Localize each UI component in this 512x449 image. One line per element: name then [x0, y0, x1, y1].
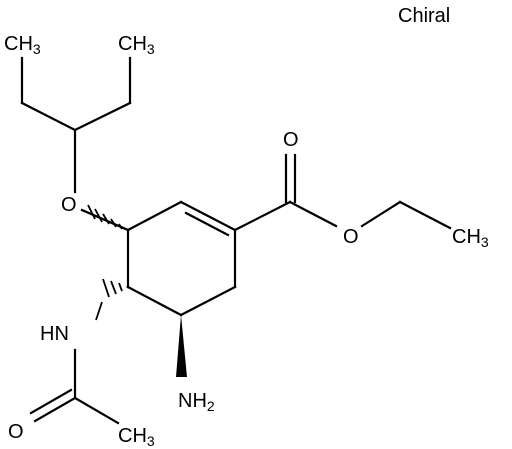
hash-wedge-c3-ether	[87, 204, 130, 232]
atom-ch3-top-left: CH3	[4, 33, 41, 57]
atom-ch3-ethyl: CH3	[452, 226, 489, 250]
atom-ch3-acetyl: CH3	[118, 425, 155, 449]
atom-amide-nh: HN	[40, 323, 69, 345]
atom-carbonyl-o: O	[283, 129, 299, 151]
bond-c2-c1	[179, 200, 237, 232]
solid-wedge-c5-amine	[176, 315, 187, 377]
bond-ester-o-ch2	[360, 200, 402, 228]
atom-amine-nh2: NH2	[178, 390, 215, 414]
bond-carbonyl-ester-o	[288, 200, 338, 228]
atom-ch3-top-right: CH3	[118, 33, 155, 57]
bond-c2-c1-double	[184, 211, 230, 237]
bond-acyl-c-o-b	[29, 388, 73, 415]
bond-c3-c2	[126, 200, 183, 232]
bond-acyl-c-o-a	[33, 396, 77, 423]
bond-acyl-c-ch3	[73, 396, 120, 425]
atom-ester-o: O	[343, 226, 359, 248]
atom-acetyl-o: O	[8, 421, 24, 443]
bond-ch2-ch3-ethyl	[398, 200, 452, 230]
atom-ether-o: O	[61, 194, 77, 216]
bond-ch2-left-ch	[20, 101, 77, 132]
bond-c5-c4	[126, 285, 183, 317]
bond-ch-ch2-right	[73, 101, 132, 132]
bond-c1-carbonyl-c	[233, 200, 292, 232]
hash-wedge-c4-amide	[95, 278, 130, 321]
bond-c6-c5	[179, 285, 237, 317]
chiral-label: Chiral	[398, 5, 450, 27]
